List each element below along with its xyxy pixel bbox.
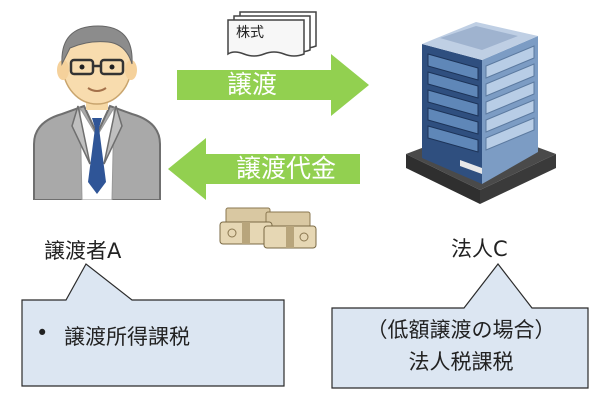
- office-building-icon: [406, 22, 556, 204]
- company-label: 法人C: [451, 237, 508, 261]
- transferor-label: 譲渡者A: [44, 239, 122, 263]
- document-label: 株式: [236, 25, 264, 41]
- callout-right-line2: 法人税課税: [408, 350, 514, 374]
- callout-right: [331, 263, 589, 389]
- businessman-icon: [33, 25, 161, 200]
- callout-left-text: 譲渡所得課税: [64, 325, 190, 349]
- stock-certificate-icon: [227, 11, 317, 57]
- transfer-arrow: [177, 54, 369, 116]
- payment-arrow: [168, 138, 360, 200]
- callout-left-bullet: •: [36, 321, 49, 345]
- payment-arrow-label: 譲渡代金: [235, 154, 336, 183]
- transfer-arrow-label: 譲渡: [226, 70, 277, 99]
- callout-left: [21, 263, 285, 387]
- money-bundle-icon: [219, 207, 317, 249]
- callout-right-line1: （低額譲渡の場合）: [366, 318, 556, 342]
